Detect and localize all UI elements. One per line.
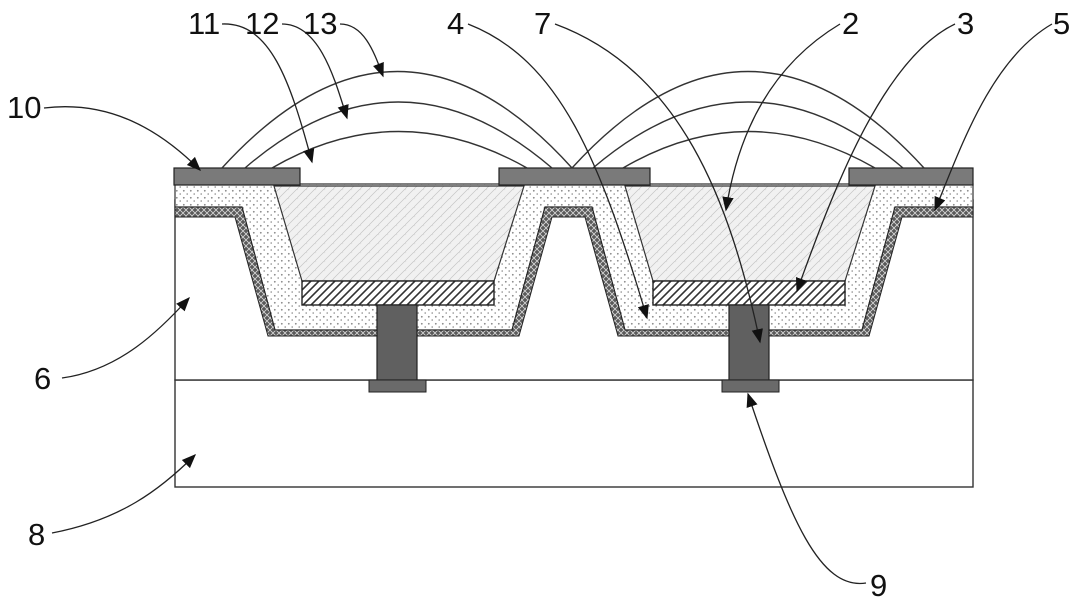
label-4: 4 [447,6,464,41]
leader-12 [281,23,349,120]
leader-13 [339,23,384,78]
substrate-layer-8 [174,379,974,488]
arc-left-middle [244,101,553,169]
electrode-middle [498,167,651,186]
electrode-left [173,167,301,186]
label-13: 13 [303,6,337,41]
label-5: 5 [1053,6,1070,41]
via-right [728,304,770,381]
chip-left [301,280,495,306]
label-11: 11 [188,6,220,41]
arc-right-middle [592,101,904,169]
label-8: 8 [28,517,45,552]
leader-6 [61,296,190,379]
label-6: 6 [34,361,51,396]
reflective-layer-5 [174,206,974,337]
label-10: 10 [7,90,41,125]
electrode-right [848,167,974,186]
arc-left-inner [271,130,528,169]
leader-5 [934,23,1053,212]
arc-left-outer [221,70,573,169]
label-12: 12 [245,6,279,41]
leader-10 [43,106,202,172]
leader-11 [221,23,315,164]
leader-3 [796,23,956,293]
leader-2 [722,23,841,212]
encapsulant-left [273,185,525,282]
label-9: 9 [870,568,887,603]
via-left [376,304,418,381]
label-3: 3 [957,6,974,41]
leader-4 [467,23,649,320]
leader-8 [51,453,197,534]
encapsulant-right [624,185,876,282]
label-2: 2 [842,6,859,41]
arc-right-inner [622,130,876,169]
leader-9 [746,392,867,585]
pad-right [721,379,780,393]
pad-left [368,379,427,393]
arc-right-outer [571,70,925,169]
label-7: 7 [534,6,551,41]
leader-7 [554,23,763,344]
